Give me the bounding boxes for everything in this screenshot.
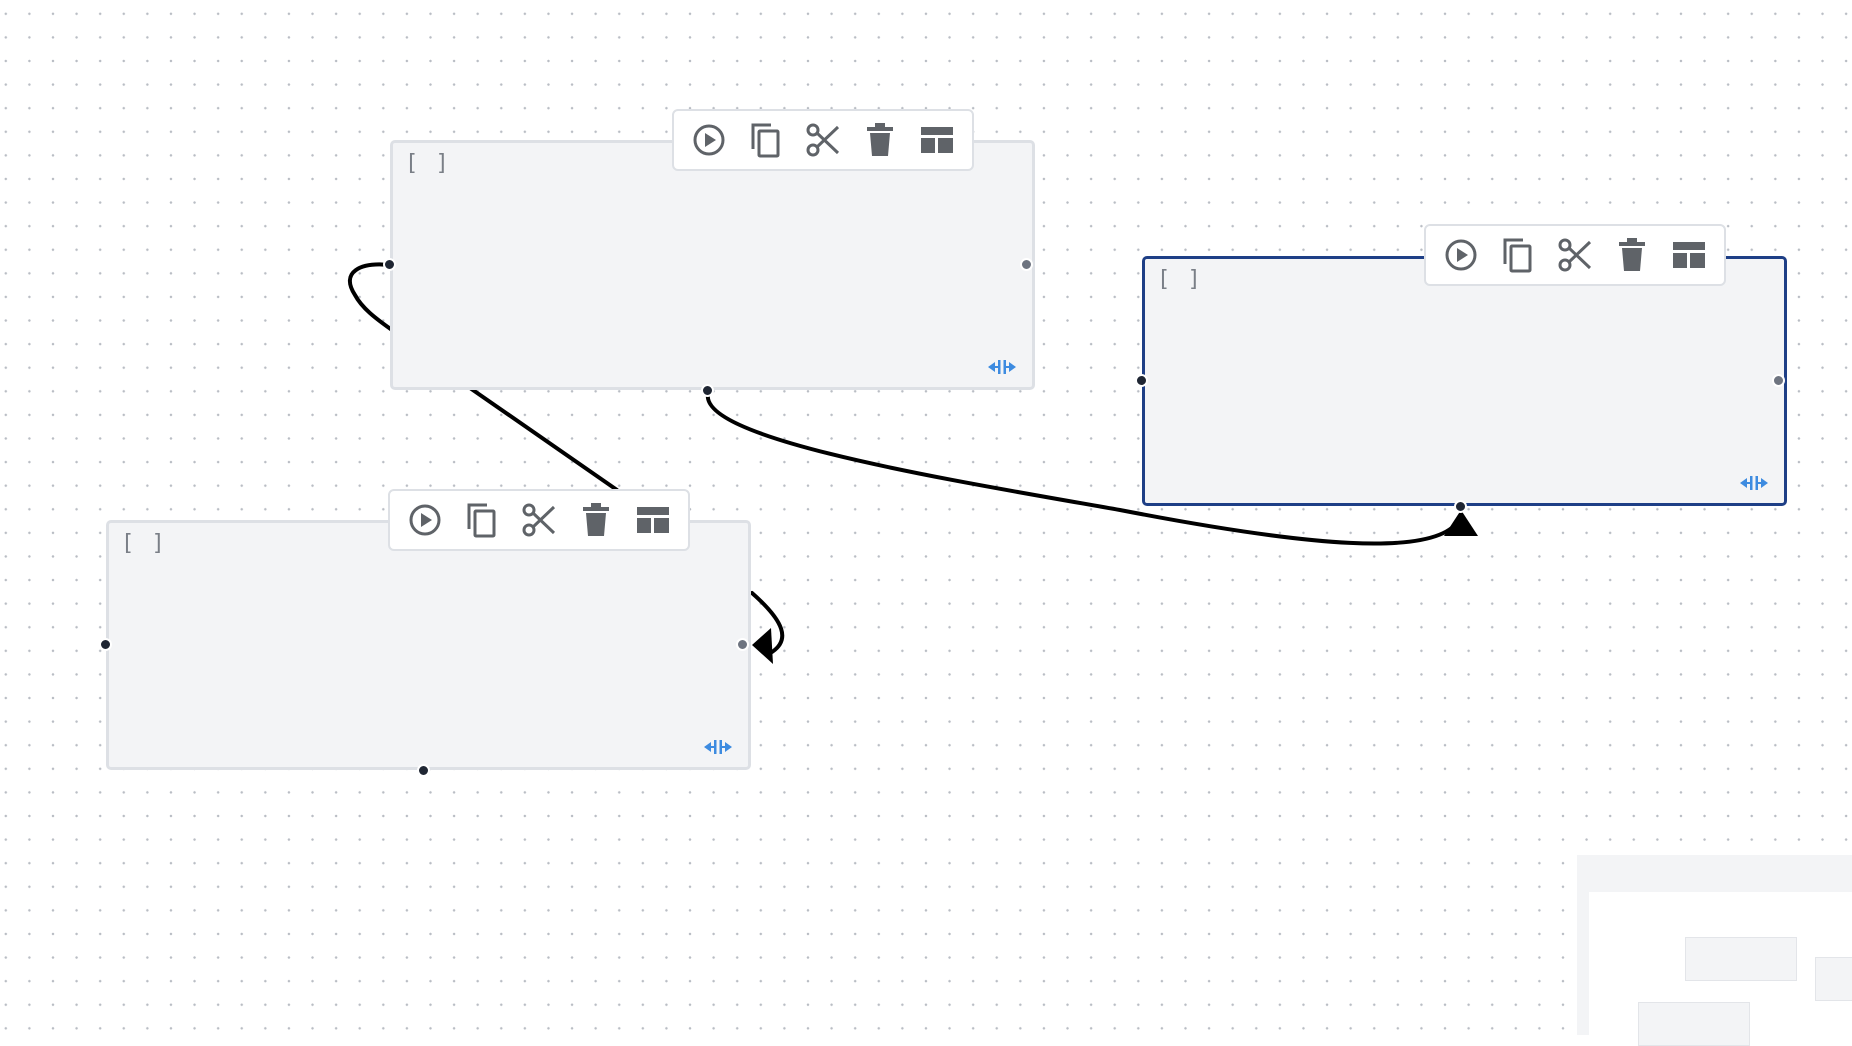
scissors-icon[interactable] (515, 496, 563, 544)
node-toolbar-top (672, 109, 974, 171)
port-right-bottom[interactable] (1454, 500, 1467, 513)
node-toolbar-right (1424, 224, 1726, 286)
port-bottom-left-left[interactable] (99, 638, 112, 651)
node-label: [ ] (1157, 267, 1203, 292)
layout-icon[interactable] (629, 496, 677, 544)
edge-bottom-left-self-loop-arrowhead (752, 628, 773, 664)
node-bottom-left[interactable]: [ ] (106, 520, 751, 770)
port-bottom-left-bottom[interactable] (417, 764, 430, 777)
minimap-viewport[interactable] (1589, 892, 1852, 1046)
layout-icon[interactable] (1665, 231, 1713, 279)
edge-top-self-loop[interactable] (347, 262, 394, 332)
port-right-left[interactable] (1135, 374, 1148, 387)
copy-icon[interactable] (742, 116, 790, 164)
node-label: [ ] (405, 151, 451, 176)
node-toolbar-bottom-left (388, 489, 690, 551)
resize-horizontal-icon[interactable] (986, 357, 1018, 377)
port-top-right[interactable] (1020, 258, 1033, 271)
minimap-node-top (1685, 937, 1797, 981)
copy-icon[interactable] (458, 496, 506, 544)
layout-icon[interactable] (913, 116, 961, 164)
minimap[interactable] (1577, 855, 1852, 1046)
play-circle-icon[interactable] (685, 116, 733, 164)
resize-horizontal-icon[interactable] (1738, 473, 1770, 493)
minimap-node-right (1815, 957, 1852, 1001)
trash-icon[interactable] (1608, 231, 1656, 279)
play-circle-icon[interactable] (1437, 231, 1485, 279)
copy-icon[interactable] (1494, 231, 1542, 279)
trash-icon[interactable] (856, 116, 904, 164)
edge-bottom-left-self-loop[interactable] (750, 591, 785, 654)
resize-horizontal-icon[interactable] (702, 737, 734, 757)
port-bottom-left-right[interactable] (736, 638, 749, 651)
edge-top-to-bottom-left[interactable] (468, 386, 619, 492)
scissors-icon[interactable] (1551, 231, 1599, 279)
play-circle-icon[interactable] (401, 496, 449, 544)
port-right-right[interactable] (1772, 374, 1785, 387)
edge-top-to-right-arrowhead (1444, 510, 1478, 536)
trash-icon[interactable] (572, 496, 620, 544)
port-top-bottom[interactable] (701, 384, 714, 397)
port-top-left[interactable] (383, 258, 396, 271)
node-top[interactable]: [ ] (390, 140, 1035, 390)
node-label: [ ] (121, 531, 167, 556)
minimap-node-bottom-left (1638, 1002, 1750, 1046)
node-right[interactable]: [ ] (1142, 256, 1787, 506)
scissors-icon[interactable] (799, 116, 847, 164)
